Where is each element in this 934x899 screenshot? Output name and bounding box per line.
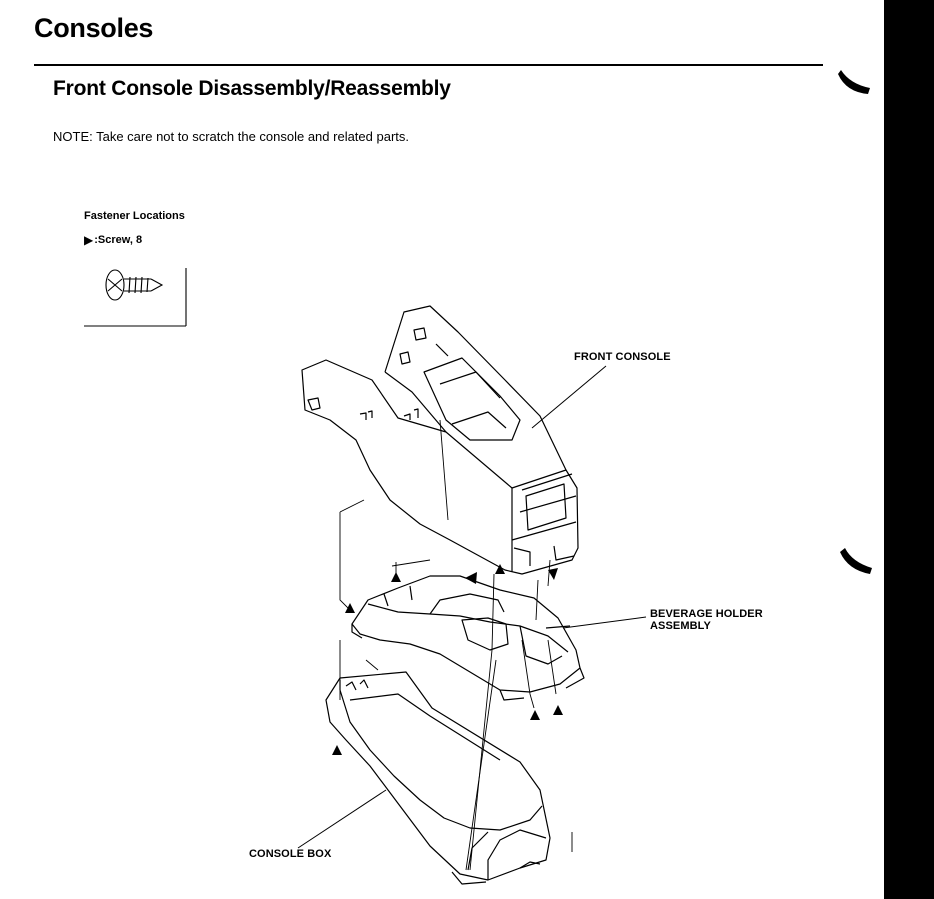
beverage-holder-label-line2: ASSEMBLY [650, 620, 711, 632]
beverage-holder-part [351, 575, 585, 701]
console-box-label: CONSOLE BOX [249, 848, 332, 860]
page-title: Consoles [34, 13, 154, 43]
console-box-part [325, 671, 551, 885]
screw-marker-5 [530, 710, 540, 720]
front-console-part [301, 305, 579, 575]
screw-marker-6 [553, 705, 563, 715]
fastener-legend: ▶ :Screw, 8 [84, 233, 142, 247]
front-console-leader [531, 365, 607, 429]
page-edge-bar [884, 0, 934, 899]
screw-location-markers [332, 564, 563, 755]
screw-marker-7 [332, 745, 342, 755]
screw-icon [84, 268, 187, 327]
screw-marker-3 [465, 572, 477, 584]
screw-marker-4 [495, 564, 505, 574]
screw-marker-2 [345, 603, 355, 613]
fastener-legend-text: :Screw, 8 [94, 234, 143, 246]
callout-leaders [297, 365, 647, 849]
fastener-locations-title: Fastener Locations [84, 210, 185, 222]
section-title: Front Console Disassembly/Reassembly [53, 77, 451, 100]
assembly-lines [339, 419, 573, 871]
beverage-holder-leader [562, 616, 647, 629]
note-text: NOTE: Take care not to scratch the conso… [53, 129, 410, 144]
screw-marker-icon: ▶ [84, 233, 94, 247]
beverage-holder-label-line1: BEVERAGE HOLDER [650, 608, 763, 620]
title-divider [34, 64, 823, 66]
screw-marker-8 [548, 568, 558, 580]
console-box-leader [297, 789, 387, 849]
screw-marker-1 [391, 572, 401, 582]
front-console-label: FRONT CONSOLE [574, 351, 671, 363]
